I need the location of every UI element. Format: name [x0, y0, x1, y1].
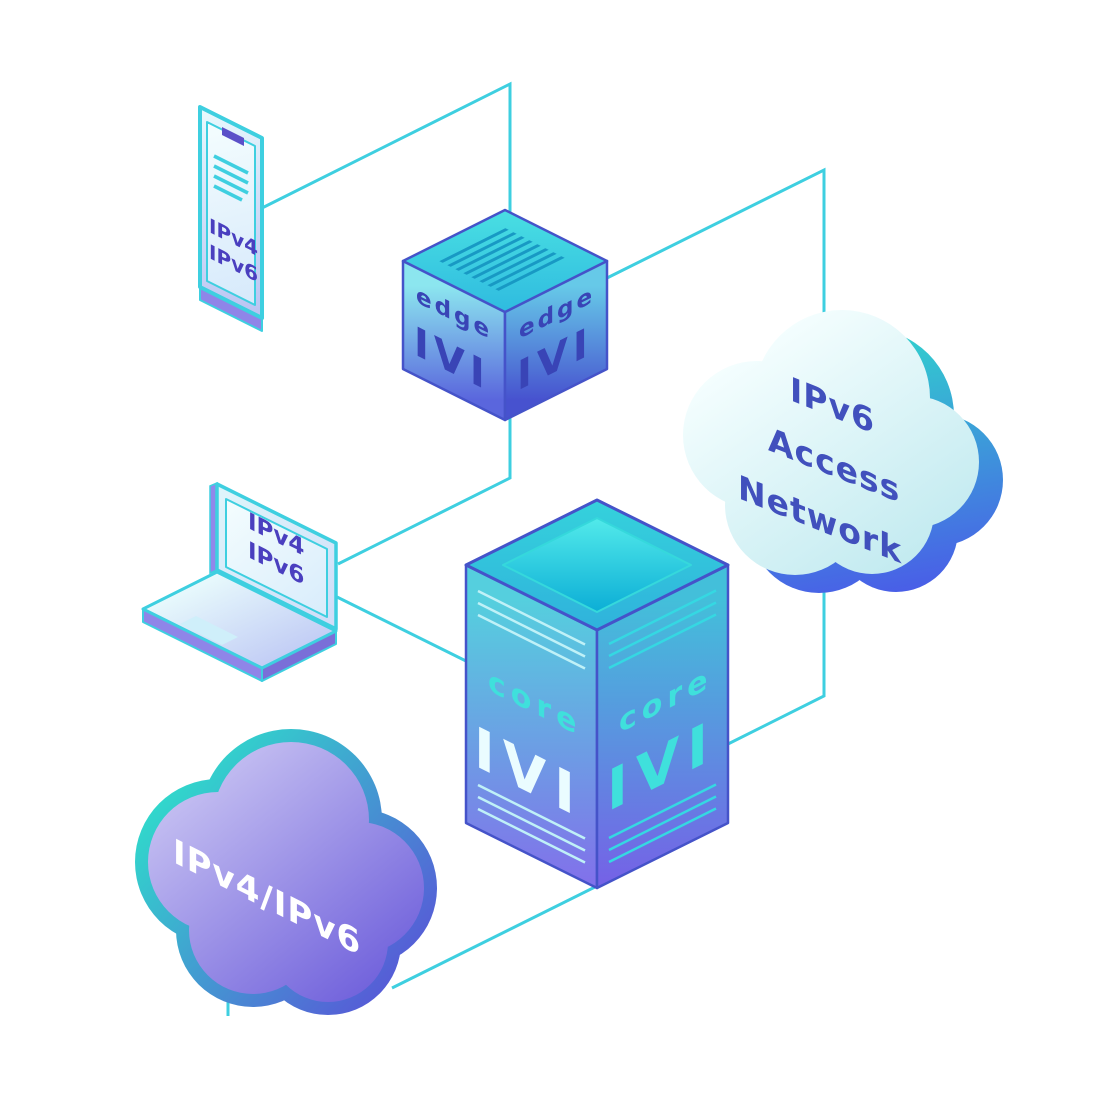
- laptop-trackpad: [180, 616, 238, 645]
- phone-screen-lines: [213, 154, 249, 202]
- ipv4-ipv6-cloud: IPv4/IPv6: [135, 729, 437, 1015]
- phone-speaker-bar: [222, 127, 244, 146]
- connector-access-cloud-to-core: [725, 560, 826, 747]
- ipv6-access-network-cloud: IPv6 Access Network: [683, 310, 1003, 593]
- connector-edge-to-laptop: [337, 418, 512, 566]
- connector-lines: [226, 81, 826, 1016]
- dual-stack-cloud-body: [148, 742, 424, 1002]
- laptop-screen-display: [225, 498, 328, 618]
- core-right-top-stripes: [608, 589, 717, 670]
- core-router-server: core IVI core IVI: [464, 498, 730, 890]
- edge-router-cube: edge IVI edge IVI: [401, 208, 609, 422]
- access-cloud-body: [683, 310, 979, 575]
- connector-laptop-to-core: [336, 595, 469, 664]
- core-left-top-stripes: [477, 589, 586, 670]
- connector-edge-to-access-cloud: [606, 167, 826, 318]
- core-top-screen: [502, 517, 692, 613]
- connector-core-to-dual-stack-cloud: [391, 884, 598, 990]
- laptop: IPv4 IPv6: [141, 481, 338, 682]
- laptop-base: [141, 570, 338, 670]
- core-left-bottom-stripes: [477, 783, 586, 864]
- core-right-bottom-stripes: [608, 783, 717, 864]
- connector-phone-to-edge: [261, 81, 512, 214]
- smartphone: IPv4 IPv6: [198, 105, 264, 332]
